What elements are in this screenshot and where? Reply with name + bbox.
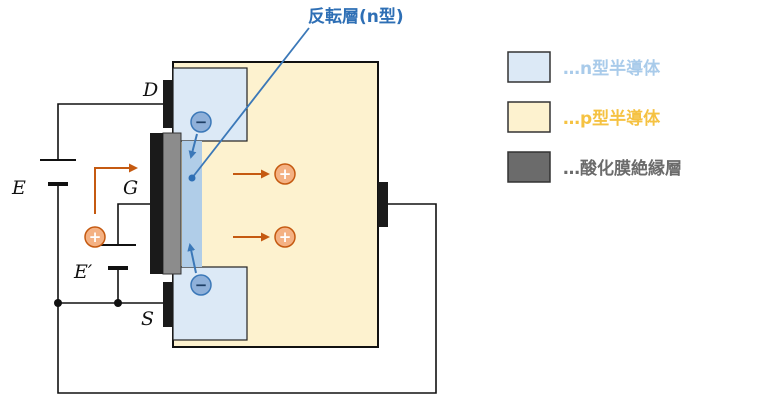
channel-point-dot — [188, 174, 196, 182]
junction-dot-mid — [114, 299, 122, 307]
hole-gate-side: + — [84, 226, 106, 248]
electron-bottom: − — [190, 274, 212, 296]
junction-dot-left — [54, 299, 62, 307]
legend-item-oxide: …酸化膜絶縁層 — [507, 151, 682, 183]
hole-lower: + — [274, 226, 296, 248]
gate-electrode — [150, 133, 163, 274]
svg-text:−: − — [195, 113, 208, 131]
svg-text:+: + — [279, 228, 292, 246]
legend-item-p-type: …p型半導体 — [507, 101, 661, 133]
electron-arrow-top — [188, 133, 198, 159]
legend-swatch-n-type — [507, 51, 551, 83]
n-type-source-region — [172, 266, 248, 341]
drain-electrode — [163, 80, 173, 128]
legend-label-oxide: …酸化膜絶縁層 — [563, 158, 682, 179]
source-electrode — [163, 282, 173, 327]
oxide-insulating-layer — [162, 132, 182, 275]
source-label: S — [141, 308, 154, 330]
legend-swatch-p-type — [507, 101, 551, 133]
battery-e-prime-label: E′ — [73, 261, 93, 283]
legend: …n型半導体 …p型半導体 …酸化膜絶縁層 — [507, 51, 682, 183]
gate-label: G — [123, 177, 138, 199]
title-pointer-line — [191, 27, 310, 179]
battery-e-label: E — [11, 177, 26, 199]
electron-arrow-bottom — [187, 243, 197, 274]
svg-text:−: − — [195, 276, 208, 294]
legend-item-n-type: …n型半導体 — [507, 51, 661, 83]
inversion-layer-title: 反転層(n型) — [308, 6, 404, 27]
inversion-layer-channel — [182, 141, 202, 267]
drain-label: D — [142, 79, 158, 101]
electron-top: − — [190, 111, 212, 133]
gate-charge-arrow — [94, 163, 138, 214]
svg-text:+: + — [89, 228, 102, 246]
legend-label-n-type: …n型半導体 — [563, 58, 661, 79]
n-type-drain-region — [172, 67, 248, 142]
battery-e-symbol — [40, 159, 76, 186]
hole-upper: + — [274, 163, 296, 185]
body-electrode — [378, 182, 388, 227]
svg-text:+: + — [279, 165, 292, 183]
battery-e-prime-symbol — [100, 244, 136, 270]
legend-swatch-oxide — [507, 151, 551, 183]
legend-label-p-type: …p型半導体 — [563, 108, 661, 129]
